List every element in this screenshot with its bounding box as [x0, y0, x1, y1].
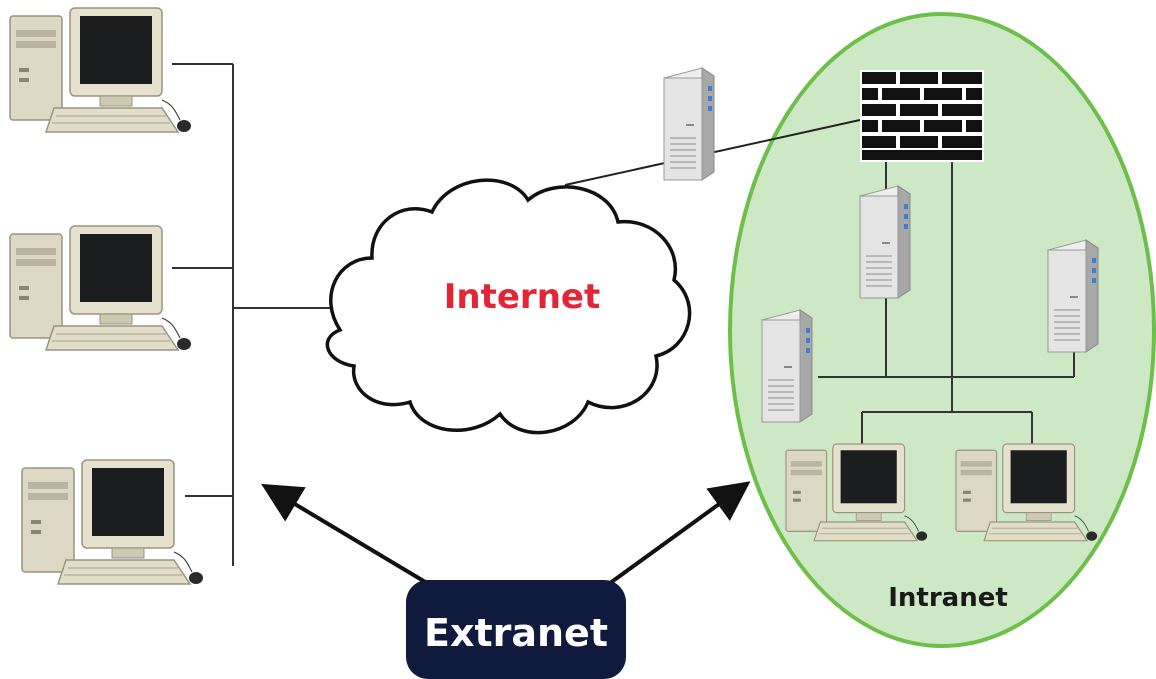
server-icon [663, 67, 715, 181]
extranet-network-lines [172, 63, 334, 566]
server-icon [761, 309, 813, 423]
extranet-label: Extranet [424, 611, 608, 655]
extranet-badge [406, 580, 626, 679]
desktop-computer-icon [9, 225, 192, 351]
extranet-arrow-right [604, 481, 751, 588]
firewall-icon [860, 70, 984, 162]
server-icon [1047, 239, 1099, 353]
desktop-computer-icon [21, 459, 204, 585]
desktop-computer-icon [9, 7, 192, 133]
intranet-label: Intranet [888, 583, 1008, 613]
internet-label: Internet [444, 277, 600, 317]
extranet-arrow-left [261, 483, 434, 588]
intranet-network-lines [818, 160, 1075, 446]
internet-cloud [325, 178, 692, 435]
server-icon [859, 185, 911, 299]
